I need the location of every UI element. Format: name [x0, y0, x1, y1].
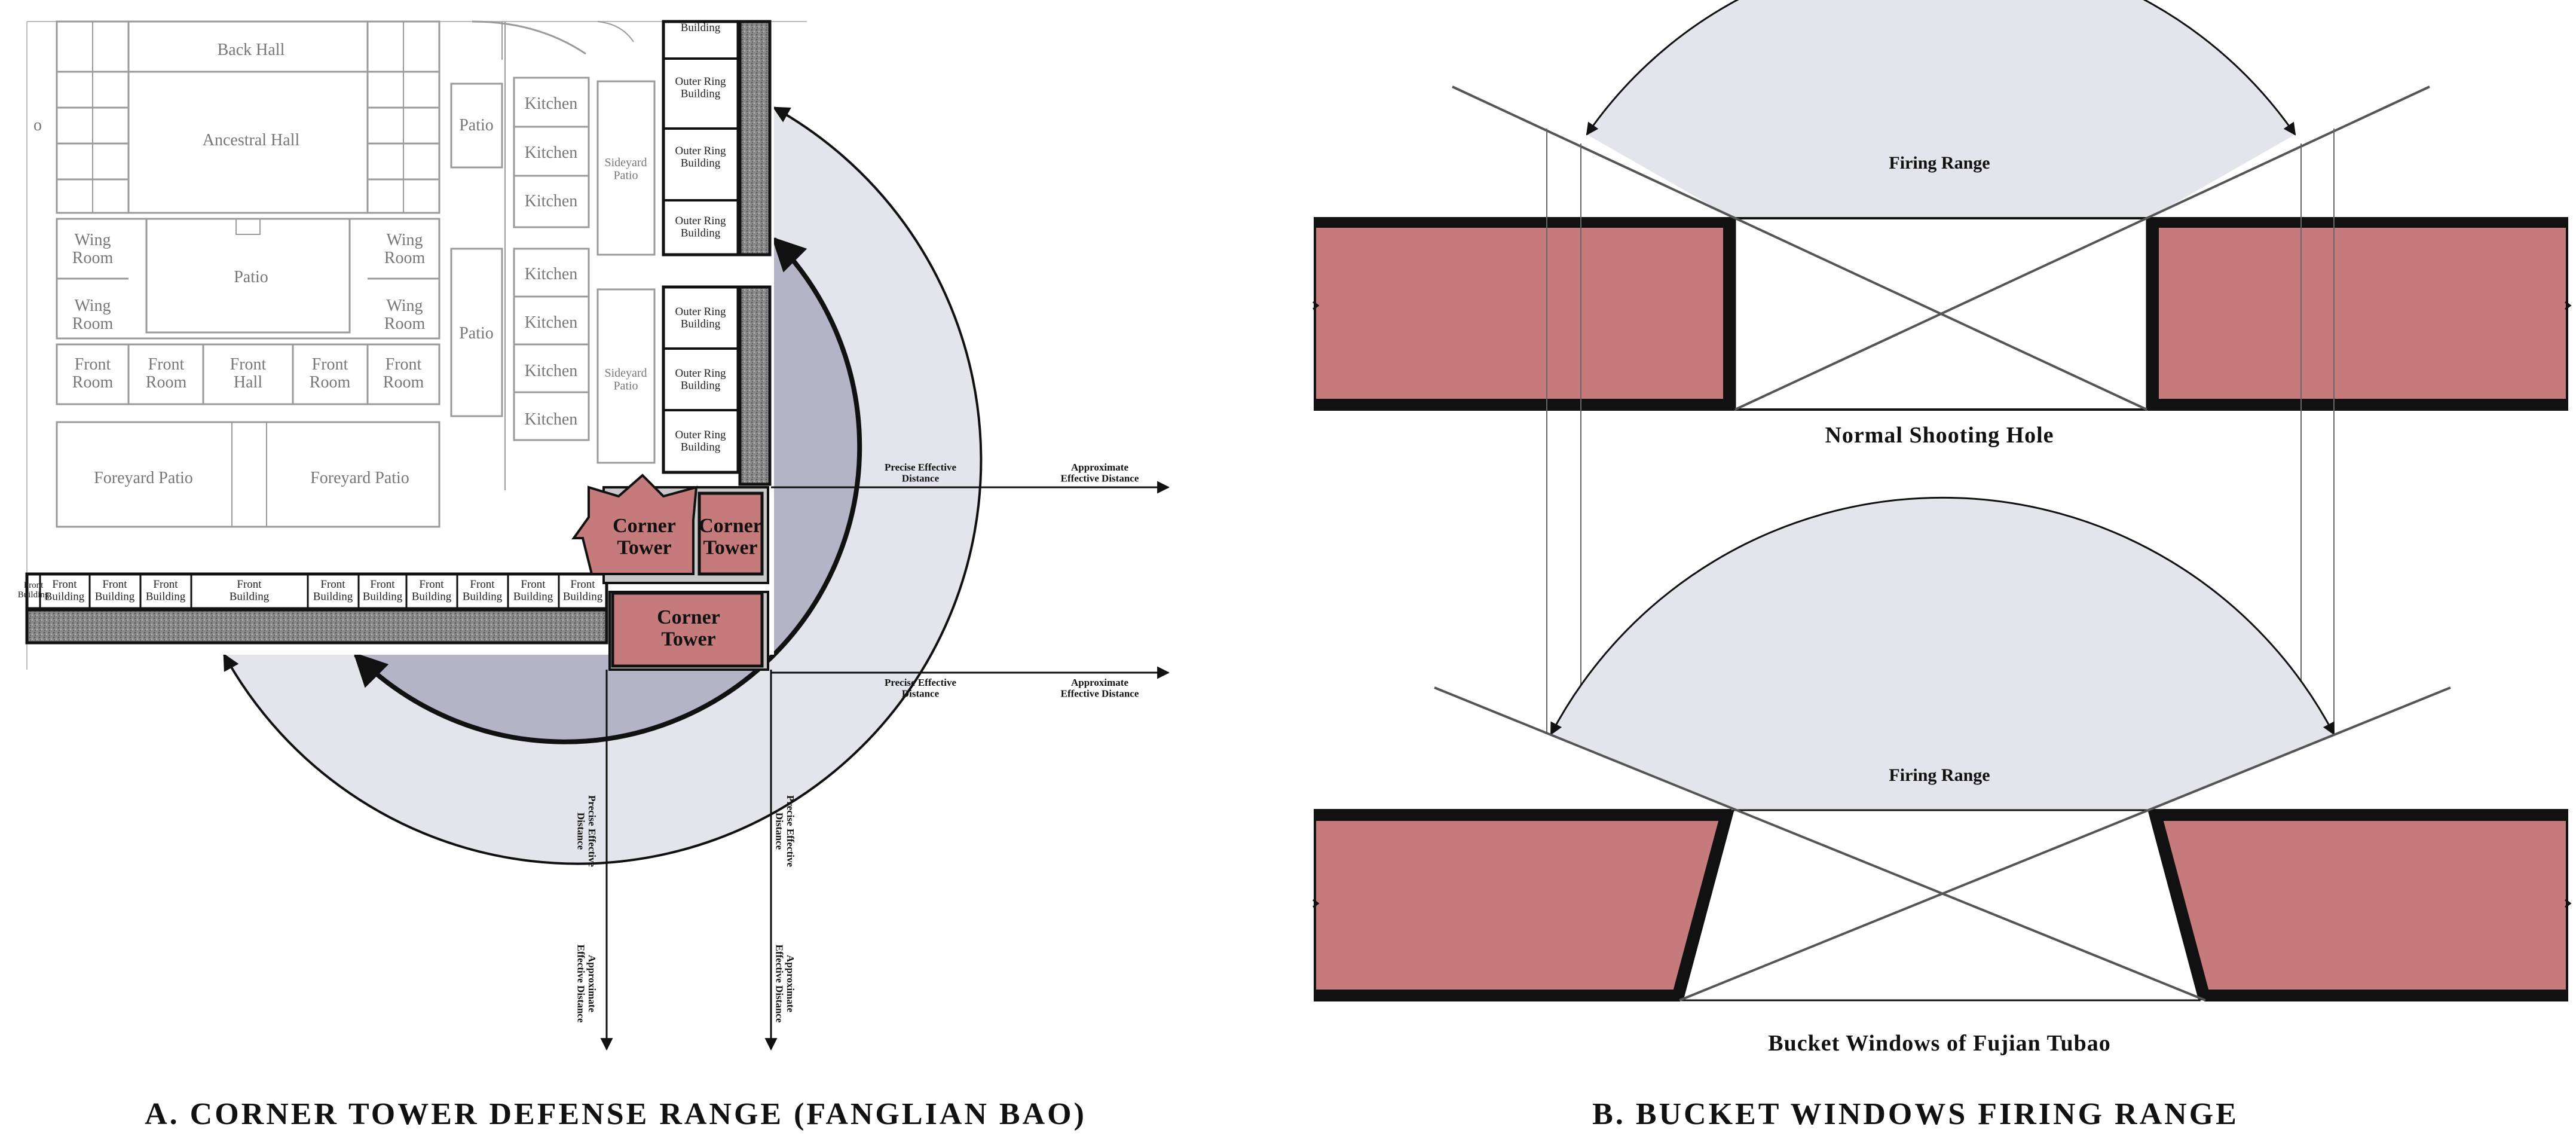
label-ancestral-hall: Ancestral Hall	[203, 131, 300, 149]
distance-arrows	[600, 481, 1170, 1051]
label-patio-center: Patio	[234, 268, 268, 286]
panel-a: Back Hall Ancestral Hall Patio Patio Pat…	[18, 20, 1170, 1131]
precise-range-arc	[353, 237, 862, 744]
panel-b: Firing Range Normal Shooting Hole	[1313, 0, 2572, 1131]
normal-shooting-hole-diagram: Firing Range Normal Shooting Hole	[1313, 0, 2572, 448]
label-kitchen-3: Kitchen	[525, 192, 578, 210]
normal-wall-left	[1315, 218, 1733, 410]
label-foreyard-patio-2: Foreyard Patio	[310, 469, 409, 487]
bucket-windows-diagram: Firing Range Bucket Windows of Fujian Tu…	[1313, 496, 2572, 1056]
label-kitchen-4: Kitchen	[525, 265, 578, 283]
east-wall	[738, 20, 772, 257]
approximate-range-arc	[223, 106, 983, 865]
label-kitchen-1: Kitchen	[525, 94, 578, 113]
bucket-opening	[1681, 809, 2201, 1001]
comparison-lines	[1546, 129, 2335, 732]
bucket-wall-left	[1314, 809, 1732, 1001]
normal-wall-right	[2149, 218, 2567, 410]
bucket-firing-range-label: Firing Range	[1889, 765, 1990, 785]
label-precise-vertical-2: Precise EffectiveDistance	[774, 795, 796, 867]
front-buildings	[25, 572, 608, 610]
label-kitchen-6: Kitchen	[525, 362, 578, 380]
label-outer-ring-partial: Building	[681, 22, 721, 34]
label-approximate-vertical-2: ApproximateEffective Distance	[774, 945, 796, 1023]
normal-firing-range-area	[1587, 0, 2295, 218]
normal-firing-range-label: Firing Range	[1889, 153, 1990, 173]
label-patio-upper: Patio	[459, 116, 494, 135]
label-kitchen-5: Kitchen	[525, 313, 578, 332]
east-wall-lower	[738, 285, 772, 486]
bucket-firing-range-arc	[1550, 496, 2335, 735]
precise-range-area	[356, 239, 860, 742]
label-precise-vertical-1: Precise EffectiveDistance	[576, 795, 598, 867]
label-back-hall: Back Hall	[218, 41, 285, 59]
caption-panel-b: B. BUCKET WINDOWS FIRING RANGE	[1592, 1097, 2239, 1131]
label-approximate-vertical-1: ApproximateEffective Distance	[576, 945, 598, 1023]
label-foreyard-patio-1: Foreyard Patio	[94, 469, 193, 487]
caption-panel-a: A. CORNER TOWER DEFENSE RANGE (FANGLIAN …	[145, 1097, 1087, 1131]
south-wall	[25, 608, 608, 645]
bucket-windows-label: Bucket Windows of Fujian Tubao	[1768, 1031, 2110, 1056]
corner-tower-star	[571, 474, 698, 575]
label-edge-o: o	[33, 116, 42, 135]
bucket-firing-range-area	[1551, 497, 2334, 810]
normal-firing-range-arc	[1586, 0, 2296, 136]
corner-towers	[571, 474, 769, 671]
floor-plan	[25, 20, 807, 671]
room-labels: Back Hall Ancestral Hall Patio Patio Pat…	[18, 22, 726, 603]
label-kitchen-2: Kitchen	[525, 143, 578, 162]
normal-shooting-hole-label: Normal Shooting Hole	[1825, 423, 2054, 448]
bucket-wall-right	[2150, 809, 2568, 1001]
outer-ring-buildings	[662, 20, 740, 474]
label-kitchen-7: Kitchen	[525, 410, 578, 429]
label-patio-lower: Patio	[459, 324, 494, 343]
